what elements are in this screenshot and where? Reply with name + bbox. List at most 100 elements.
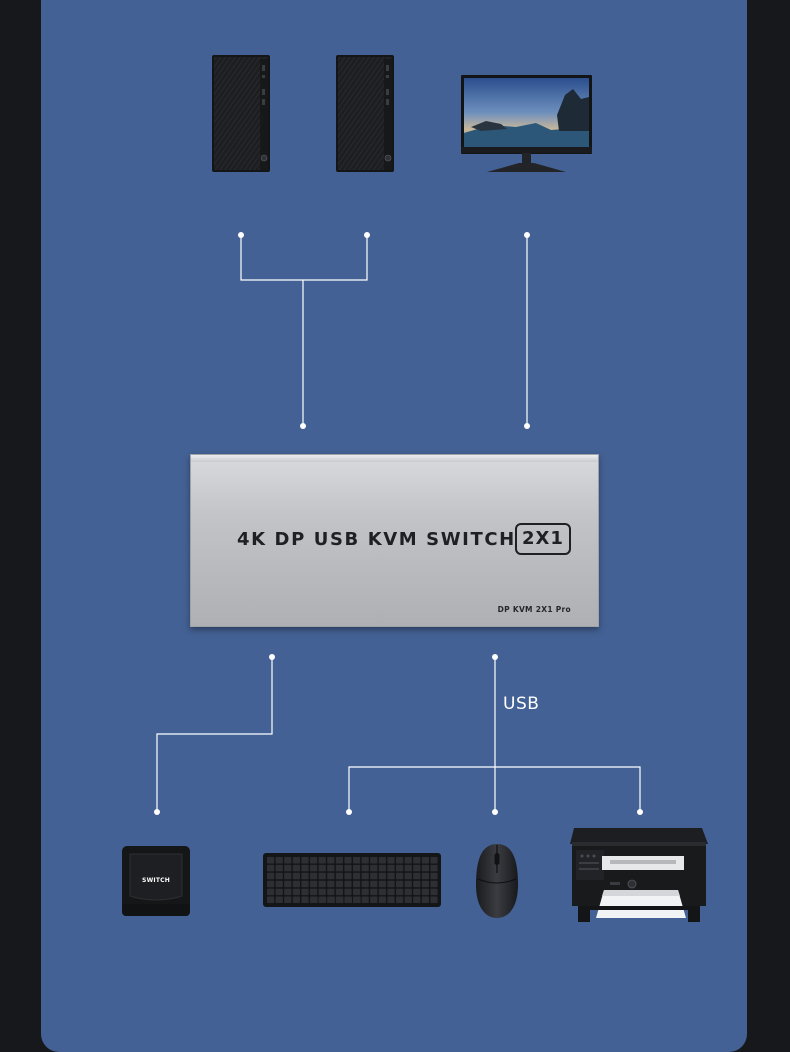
- keyboard-key: [335, 888, 343, 896]
- keyboard-key: [310, 880, 318, 888]
- keyboard-key: [404, 864, 412, 872]
- keyboard-key: [267, 864, 275, 872]
- keyboard-key: [327, 880, 335, 888]
- keyboard-key: [370, 880, 378, 888]
- keyboard-key: [430, 864, 438, 872]
- connector-dot: [637, 809, 643, 815]
- keyboard-key: [344, 896, 352, 903]
- keyboard-key: [404, 896, 412, 903]
- keyboard-key: [421, 880, 429, 888]
- switch-label: SWITCH: [142, 877, 170, 884]
- keyboard-key: [353, 880, 361, 888]
- connector-dot: [300, 423, 306, 429]
- keyboard-key: [301, 872, 309, 880]
- keyboard-key: [310, 857, 318, 864]
- keyboard-key: [387, 888, 395, 896]
- keyboard-key: [284, 864, 292, 872]
- keyboard-key: [396, 888, 404, 896]
- keyboard-key: [387, 864, 395, 872]
- printer-icon: [570, 828, 708, 922]
- keyboard-key: [378, 896, 386, 903]
- keyboard-key: [284, 888, 292, 896]
- keyboard-key: [353, 896, 361, 903]
- usb-branch-line: [348, 766, 641, 812]
- keyboard-key: [378, 880, 386, 888]
- desktop-tower-icon: [212, 55, 270, 172]
- keyboard-key: [284, 880, 292, 888]
- keyboard-key: [344, 880, 352, 888]
- mouse-icon: [476, 844, 518, 918]
- keyboard-key: [267, 880, 275, 888]
- switch-button-device: SWITCH: [122, 846, 190, 916]
- keyboard-key: [275, 872, 283, 880]
- keyboard-key: [344, 872, 352, 880]
- keyboard-key: [404, 880, 412, 888]
- keyboard-key: [430, 857, 438, 864]
- keyboard-key: [327, 896, 335, 903]
- keyboard-key: [370, 864, 378, 872]
- keyboard-key: [361, 880, 369, 888]
- keyboard-key: [292, 872, 300, 880]
- keyboard-key: [275, 864, 283, 872]
- connector-dot: [524, 423, 530, 429]
- keyboard-key: [318, 872, 326, 880]
- usb-label: USB: [503, 694, 540, 714]
- keyboard-key: [353, 857, 361, 864]
- switch-button-icon: [122, 846, 190, 916]
- keyboard-key: [378, 888, 386, 896]
- keyboard-key: [430, 888, 438, 896]
- keyboard-key: [267, 872, 275, 880]
- connector-dot: [154, 809, 160, 815]
- keyboard-key: [404, 872, 412, 880]
- keyboard-key: [387, 872, 395, 880]
- keyboard-key: [284, 872, 292, 880]
- keyboard-key: [284, 857, 292, 864]
- keyboard-key: [310, 896, 318, 903]
- keyboard-key: [292, 896, 300, 903]
- keyboard-key: [292, 857, 300, 864]
- keyboard-key: [275, 888, 283, 896]
- monitor-icon: [461, 75, 592, 172]
- keyboard-key: [344, 888, 352, 896]
- keyboard-key: [267, 857, 275, 864]
- keyboard-key: [301, 857, 309, 864]
- keyboard-key: [292, 888, 300, 896]
- keyboard-key: [275, 880, 283, 888]
- keyboard-key: [413, 896, 421, 903]
- keyboard-key: [292, 864, 300, 872]
- keyboard-key: [421, 857, 429, 864]
- keyboard-key: [361, 888, 369, 896]
- keyboard-key: [361, 896, 369, 903]
- keyboard-key: [318, 896, 327, 903]
- keyboard-key: [335, 857, 343, 864]
- keyboard-key: [387, 880, 395, 888]
- keyboard-key: [396, 896, 404, 903]
- keyboard-key: [370, 872, 378, 880]
- keyboard-key: [301, 888, 309, 896]
- keyboard-key: [327, 888, 335, 896]
- pc-input-line: [240, 235, 368, 281]
- keyboard-key: [361, 857, 369, 864]
- kvm-switch: 4K DP USB KVM SWITCH 2X1 DP KVM 2X1 Pro: [190, 454, 599, 627]
- connector-dot: [238, 232, 244, 238]
- keyboard-key: [387, 896, 395, 903]
- keyboard-key: [344, 857, 352, 864]
- connector-dot: [346, 809, 352, 815]
- connector-dot: [364, 232, 370, 238]
- connector-dot: [492, 809, 498, 815]
- keyboard-key: [361, 864, 369, 872]
- desktop-tower-icon: [336, 55, 394, 172]
- keyboard-key: [413, 872, 421, 880]
- keyboard-key: [404, 888, 412, 896]
- keyboard-key: [318, 880, 326, 888]
- keyboard-key: [275, 896, 283, 903]
- keyboard-key: [413, 880, 421, 888]
- keyboard-key: [318, 888, 326, 896]
- keyboard-key: [353, 888, 361, 896]
- keyboard-key: [335, 880, 343, 888]
- keyboard-icon: [263, 853, 441, 907]
- keyboard-key: [335, 864, 343, 872]
- keyboard-key: [292, 880, 300, 888]
